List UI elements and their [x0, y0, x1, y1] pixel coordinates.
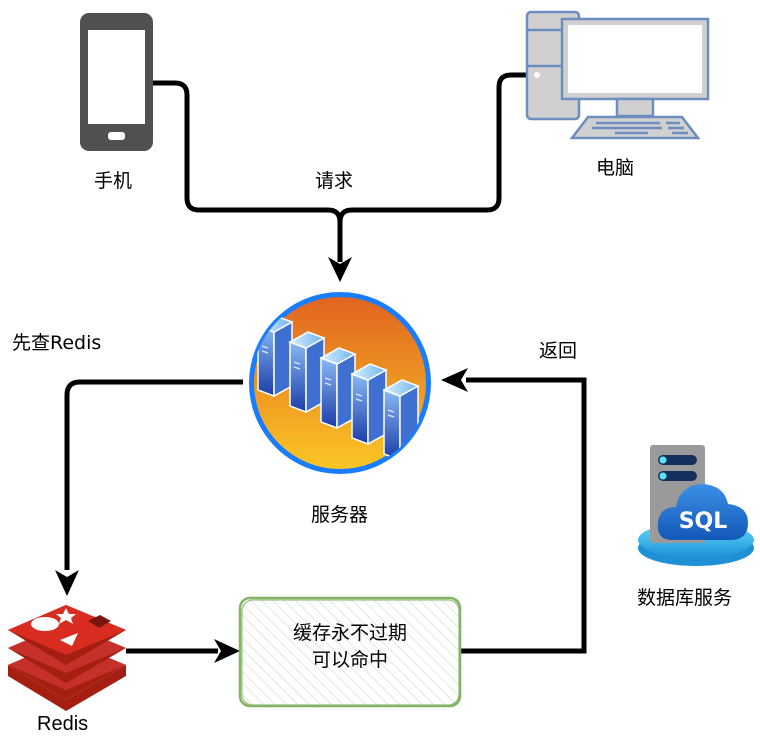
- cache-note-line2: 可以命中: [311, 649, 388, 671]
- server-label: 服务器: [311, 504, 369, 526]
- server-cluster-icon[interactable]: [249, 292, 431, 474]
- server-tower: [288, 331, 326, 414]
- arrowhead-request: [328, 257, 352, 282]
- edge-redis-to-note: [126, 639, 240, 663]
- sql-database-icon[interactable]: SQL: [638, 445, 754, 566]
- database-label: 数据库服务: [637, 587, 733, 609]
- return-edge-label: 返回: [539, 340, 578, 362]
- edge-note-to-server: [441, 368, 587, 654]
- arrowhead-to-redis: [55, 570, 79, 596]
- arrowhead-return: [441, 368, 468, 392]
- server-tower: [319, 347, 357, 430]
- cache-note-box: [238, 596, 462, 708]
- redis-label: Redis: [37, 713, 89, 735]
- phone-label: 手机: [94, 170, 133, 192]
- edge-computer-to-server: [337, 72, 527, 223]
- server-tower: [382, 379, 420, 462]
- query-redis-edge-label: 先查Redis: [12, 332, 102, 354]
- sql-icon-text: SQL: [679, 509, 728, 534]
- redis-logo-icon[interactable]: [8, 605, 126, 711]
- computer-label: 电脑: [596, 157, 635, 179]
- mobile-phone-icon[interactable]: [80, 13, 153, 151]
- edge-phone-to-server: [152, 80, 343, 262]
- edge-server-to-redis: [55, 379, 243, 596]
- request-edge-label: 请求: [315, 170, 354, 192]
- arrowhead-to-note: [214, 639, 240, 663]
- server-tower: [350, 363, 388, 446]
- desktop-computer-icon[interactable]: [525, 10, 710, 140]
- cache-note-line1: 缓存永不过期: [292, 622, 407, 644]
- cache-note-text: 缓存永不过期 可以命中: [240, 620, 460, 674]
- server-tower: [256, 315, 294, 398]
